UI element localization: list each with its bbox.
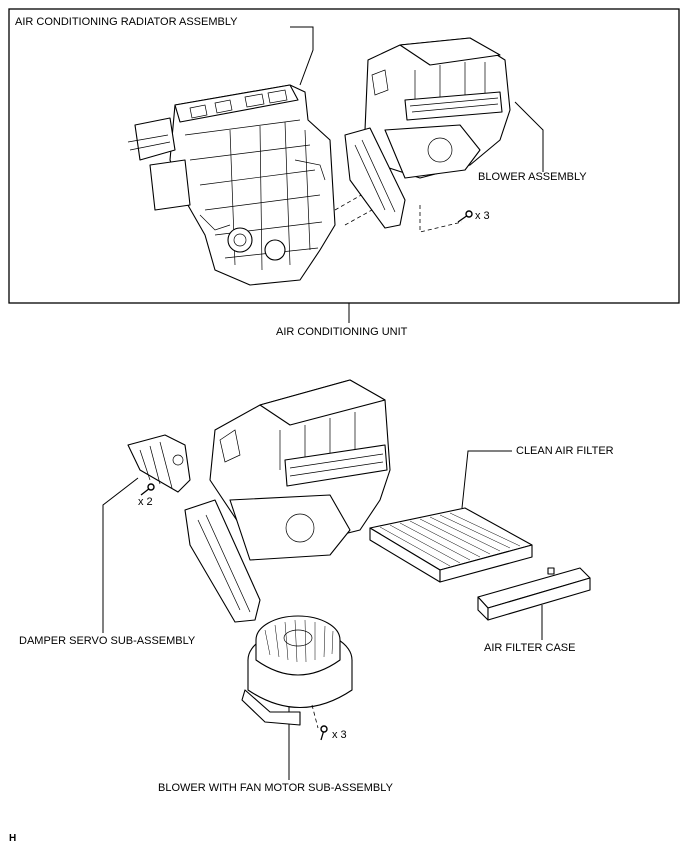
damper-servo-leader: [102, 477, 139, 633]
radiator-assembly-label: AIR CONDITIONING RADIATOR ASSEMBLY: [15, 16, 238, 28]
footer-code: H: [9, 833, 17, 844]
damper-servo-label: DAMPER SERVO SUB-ASSEMBLY: [19, 635, 196, 647]
air-filter-case-drawing: [477, 567, 591, 621]
clean-air-filter-label: CLEAN AIR FILTER: [516, 445, 614, 457]
ac-unit-label: AIR CONDITIONING UNIT: [276, 326, 408, 338]
servo-screw-icon: [140, 483, 155, 496]
blower-assembly-label: BLOWER ASSEMBLY: [478, 171, 587, 183]
ac-unit-frame: [8, 8, 680, 304]
radiator-leader: [290, 26, 314, 86]
blower-screw-qty: x 3: [475, 210, 490, 222]
radiator-assembly-drawing: [127, 84, 336, 286]
blower-assembly-drawing: [344, 37, 511, 229]
clean-air-filter-drawing: [369, 507, 533, 583]
blower-fan-motor-drawing: [241, 615, 353, 726]
damper-servo-drawing: [127, 434, 191, 493]
clean-filter-leader: [461, 450, 512, 509]
motor-screw-icon: [320, 725, 328, 741]
servo-screw-qty: x 2: [138, 496, 153, 508]
motor-screw-qty: x 3: [332, 729, 347, 741]
screw-icon: [457, 210, 473, 223]
blower-assembly-leader: [514, 101, 544, 172]
air-filter-case-label: AIR FILTER CASE: [484, 642, 576, 654]
blower-case-drawing: [184, 379, 391, 623]
blower-motor-label: BLOWER WITH FAN MOTOR SUB-ASSEMBLY: [158, 782, 393, 794]
